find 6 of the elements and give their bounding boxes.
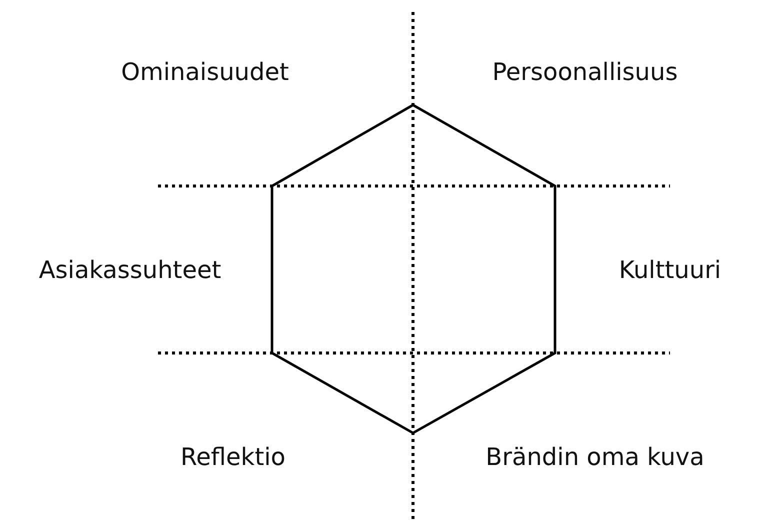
section-label: Asiakassuhteet <box>38 256 222 284</box>
section-label: Persoonallisuus <box>492 58 678 86</box>
section-label: Ominaisuudet <box>121 58 289 86</box>
section-label: Brändin oma kuva <box>486 443 704 471</box>
section-label: Reflektio <box>180 443 286 471</box>
section-label: Kulttuuri <box>618 256 722 284</box>
